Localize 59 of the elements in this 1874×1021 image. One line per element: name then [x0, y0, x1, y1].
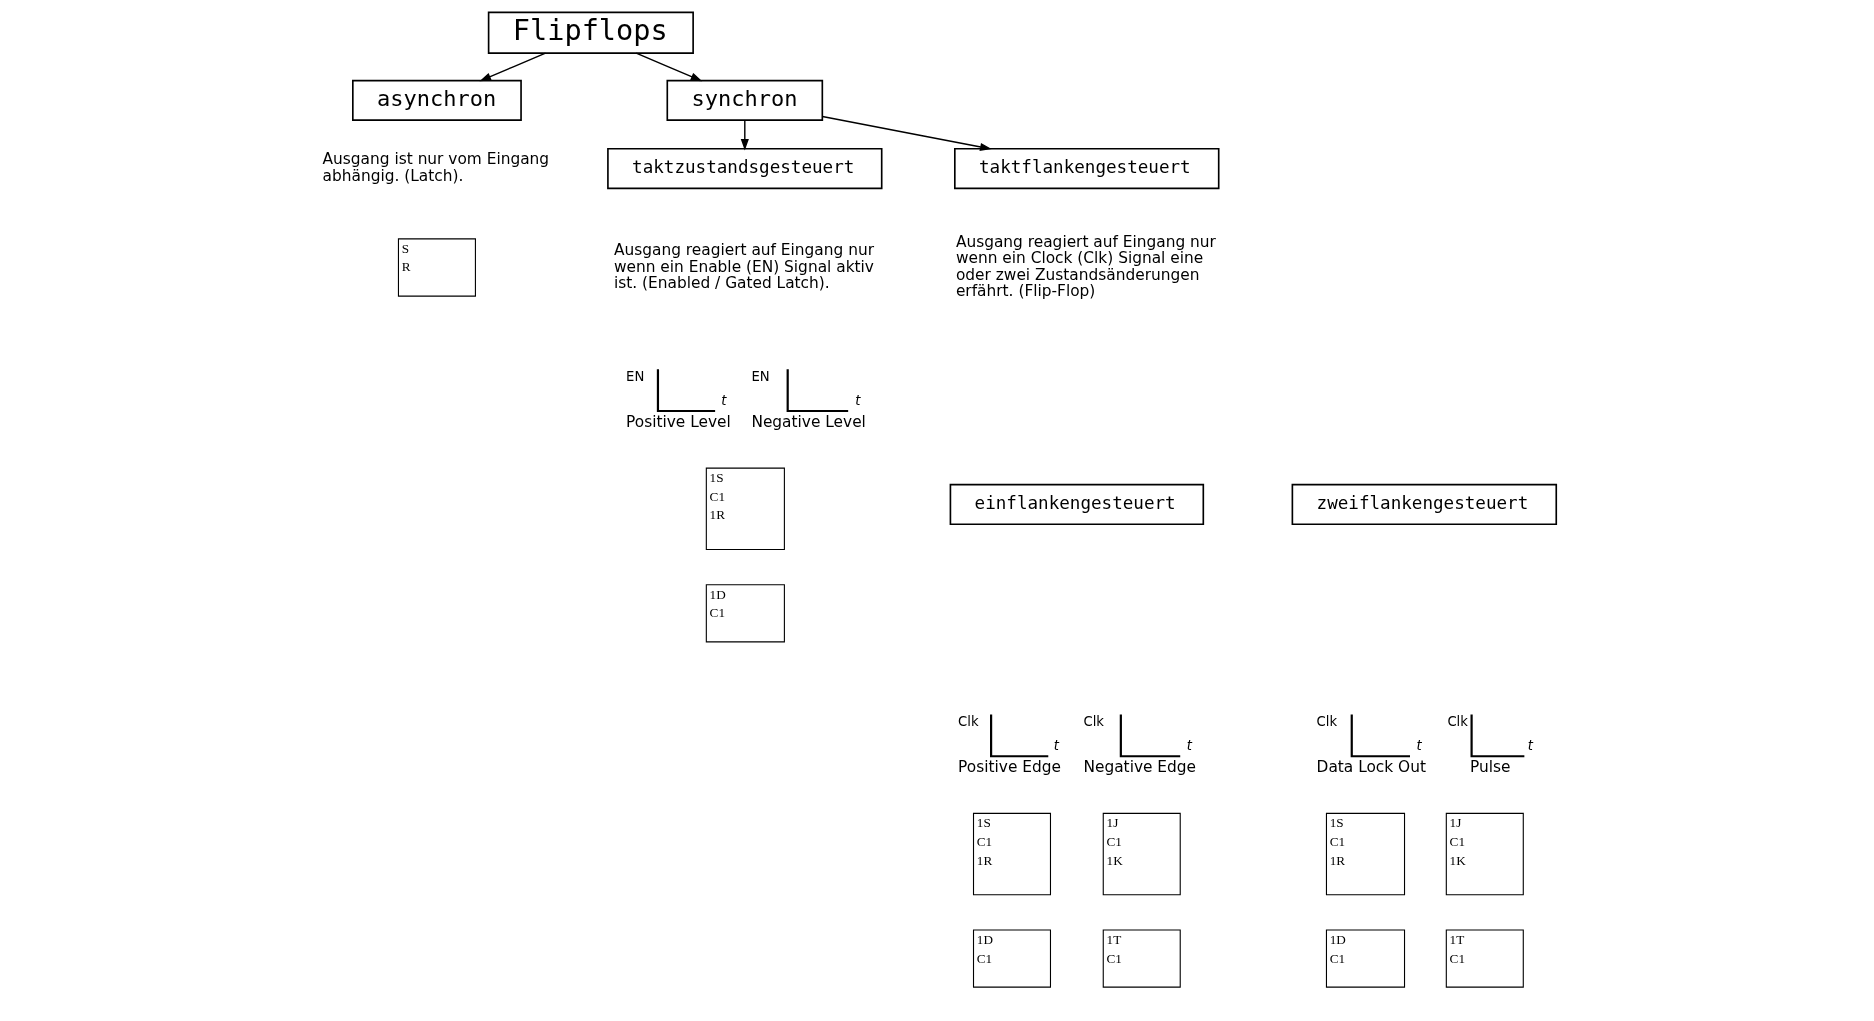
label: t — [854, 393, 860, 409]
label: 1R — [1329, 852, 1345, 868]
label: Clk — [1446, 714, 1468, 730]
label: C1 — [976, 950, 992, 966]
label: S — [401, 240, 409, 256]
label: C1 — [709, 605, 725, 621]
node-box: asynchron — [351, 79, 522, 121]
label: 1J — [1449, 815, 1461, 831]
label: C1 — [976, 833, 992, 849]
label: R — [401, 259, 411, 275]
arrow — [478, 52, 546, 82]
label: C1 — [1329, 950, 1345, 966]
label: C1 — [1106, 833, 1122, 849]
label: Negative Level — [750, 412, 866, 431]
label: 1S — [709, 470, 724, 486]
label: Positive Level — [625, 412, 731, 431]
label: C1 — [1329, 833, 1345, 849]
label: 1K — [1449, 852, 1466, 868]
node-label: Ausgang ist nur vom Eingang abhängig. (Latch). — [322, 150, 549, 185]
label: Clk — [1082, 714, 1104, 730]
label: Data Lock Out — [1316, 757, 1426, 776]
label: 1T — [1449, 931, 1464, 947]
label: EN — [625, 368, 644, 384]
node-label: Ausgang reagiert auf Eingang nur wenn ein Enable (EN) Signal aktiv ist. (Enabled / Gated Latch). — [613, 241, 874, 293]
label: C1 — [709, 488, 725, 504]
node-box: Flipflops — [487, 11, 694, 54]
label: t — [1186, 738, 1192, 754]
label: 1D — [976, 931, 993, 947]
label: C1 — [1449, 950, 1465, 966]
node-box: einflankengesteuert — [949, 483, 1204, 526]
label: 1R — [709, 507, 725, 523]
label: 1J — [1106, 815, 1118, 831]
label: 1R — [976, 852, 992, 868]
arrow — [740, 119, 749, 151]
label: t — [1416, 738, 1422, 754]
label: Positive Edge — [957, 757, 1061, 776]
label: 1S — [976, 815, 991, 831]
node-box: taktflankengesteuert — [953, 147, 1220, 190]
label: 1K — [1106, 852, 1123, 868]
node-box: taktzustandsgesteuert — [606, 147, 883, 190]
label: Pulse — [1469, 757, 1510, 776]
node-label: Ausgang reagiert auf Eingang nur wenn ein Clock (Clk) Signal eine oder zwei Zustandsänderungen erfährt. (Flip-Flop) — [955, 232, 1216, 301]
node-box: synchron — [665, 79, 823, 121]
label: 1S — [1329, 815, 1344, 831]
label: 1D — [709, 586, 726, 602]
node-box: zweiflankengesteuert — [1291, 483, 1557, 526]
label: Clk — [1316, 714, 1337, 730]
arrow — [821, 115, 992, 151]
label: t — [720, 393, 726, 409]
label: t — [1527, 738, 1533, 754]
label: EN — [750, 368, 770, 384]
arrow — [635, 52, 702, 82]
label: C1 — [1449, 833, 1465, 849]
label: 1T — [1106, 931, 1121, 947]
label: 1D — [1329, 931, 1346, 947]
label: Negative Edge — [1082, 757, 1196, 776]
label: C1 — [1106, 950, 1122, 966]
label: t — [1053, 738, 1059, 754]
label: Clk — [957, 714, 979, 730]
